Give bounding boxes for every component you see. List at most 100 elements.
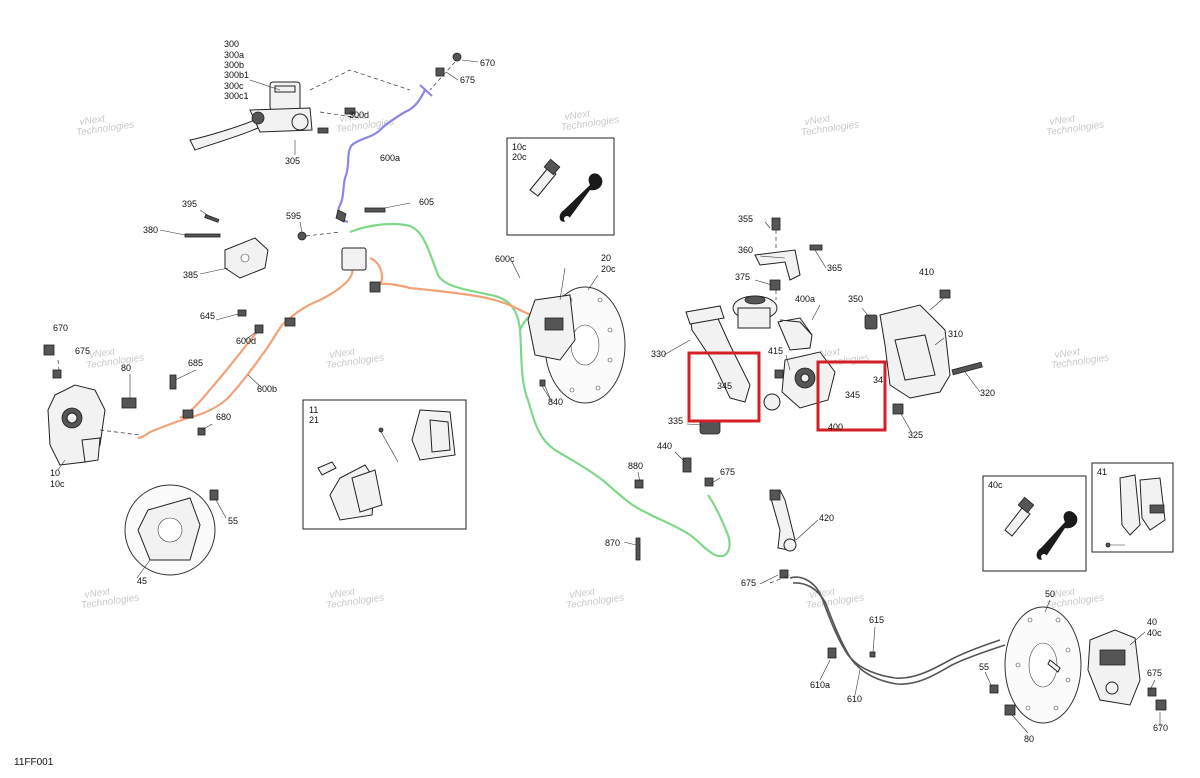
callout-label: 670 — [1153, 723, 1168, 733]
inset-label: 20c — [512, 152, 527, 162]
callout-label: 385 — [183, 270, 198, 280]
callout-label: 410 — [919, 267, 934, 277]
callout-label: 610a — [810, 680, 830, 690]
callout-label: 55 — [979, 662, 989, 672]
callout-label: 330 — [651, 349, 666, 359]
watermark-text: vNext — [1049, 586, 1077, 601]
hose-600b — [179, 325, 263, 419]
leader-lines — [57, 221, 1161, 734]
callout-label: 670 — [53, 323, 68, 333]
inset-label: 21 — [309, 415, 319, 425]
callout-label: 10 — [50, 468, 60, 478]
callout-label: 300d — [349, 110, 369, 120]
callout-label: 670 — [480, 58, 495, 68]
front-right-disc — [527, 274, 626, 404]
clip-615 — [869, 651, 876, 658]
callout-label: 400 — [828, 422, 843, 432]
callout-label: 870 — [605, 538, 620, 548]
callout-label: 40 — [1147, 617, 1157, 627]
hose-front-right — [371, 282, 546, 318]
callout-label: 605 — [419, 197, 434, 207]
watermark-text: vNext — [1049, 113, 1077, 128]
rear-disc — [1004, 606, 1082, 724]
callout-label: 645 — [200, 311, 215, 321]
callout-labels: 300 300a 300b 300b1 300c 300c1 300d 305 … — [50, 39, 1168, 744]
callout-label: 300 — [224, 39, 239, 49]
callout-label: 310 — [948, 329, 963, 339]
callout-label: 680 — [216, 412, 231, 422]
callout-label: 325 — [908, 430, 923, 440]
watermark-text: vNext — [564, 108, 592, 123]
dash-675 — [769, 574, 791, 584]
callout-label: 600d — [236, 336, 256, 346]
rear-sensor-420 — [769, 489, 797, 552]
bolt-645 — [237, 309, 247, 317]
watermark-text: vNext — [329, 586, 357, 601]
fittings-top — [429, 52, 479, 91]
callout-label: 34 — [873, 375, 883, 385]
callout-label: 375 — [735, 272, 750, 282]
callout-label: 300c — [224, 81, 244, 91]
callout-label: 45 — [137, 576, 147, 586]
callout-label: 415 — [768, 346, 783, 356]
highlight-box-345-left — [687, 351, 761, 423]
callout-label: 675 — [460, 75, 475, 85]
fitting-880 — [634, 479, 644, 489]
inset-label: 11 — [309, 405, 318, 415]
line-610-b — [792, 582, 1006, 685]
callout-label: 320 — [980, 388, 995, 398]
bolt-685 — [169, 374, 177, 390]
callout-label: 440 — [657, 441, 672, 451]
callout-label: 840 — [548, 397, 563, 407]
clip-600b — [182, 409, 194, 419]
callout-label: 10c — [50, 479, 65, 489]
callout-label: 355 — [738, 214, 753, 224]
callout-label: 345 — [845, 390, 860, 400]
callout-label: 600c — [495, 254, 515, 264]
callout-label: 880 — [628, 461, 643, 471]
watermark-layer: vNext Technologies vNext Technologies vN… — [75, 108, 1110, 611]
clip-600d — [254, 324, 264, 334]
inset-label: 41 — [1097, 467, 1107, 477]
rear-brake-pedal-assembly — [685, 217, 983, 435]
front-master-cylinder — [189, 69, 411, 155]
callout-label: 675 — [1147, 668, 1162, 678]
inset-40c: 40c — [982, 475, 1087, 572]
callout-label: 335 — [668, 416, 683, 426]
callout-label: 50 — [1045, 589, 1055, 599]
watermark-text: vNext — [329, 346, 357, 361]
callout-label: 400a — [795, 294, 815, 304]
hose-layer — [137, 84, 1006, 685]
clip-680 — [197, 427, 206, 436]
hose-600a — [337, 89, 426, 224]
callout-label: 395 — [182, 199, 197, 209]
callout-label: 610 — [847, 694, 862, 704]
hose-fitting — [419, 84, 433, 97]
callout-label: 305 — [285, 156, 300, 166]
callout-label: 300b1 — [224, 70, 249, 80]
bolt-870 — [635, 537, 641, 561]
inset-10c: 10c 20c — [506, 137, 615, 236]
watermark-text: vNext — [89, 346, 117, 361]
bolt-55-left — [209, 489, 219, 501]
callout-label: 685 — [188, 358, 203, 368]
distribution-block — [297, 202, 411, 293]
callout-label: 300b — [224, 60, 244, 70]
fitting-675-mid — [704, 477, 714, 487]
callout-label: 300c1 — [224, 91, 249, 101]
callout-label: 600b — [257, 384, 277, 394]
front-left-disc — [124, 484, 216, 576]
hose-600c — [349, 222, 731, 558]
inset-41: 41 — [1091, 462, 1174, 553]
front-left-caliper — [43, 344, 141, 466]
callout-label: 360 — [738, 245, 753, 255]
callout-label: 675 — [720, 467, 735, 477]
callout-label: 40c — [1147, 628, 1162, 638]
callout-label: 20 — [601, 253, 611, 263]
bracket-385 — [159, 209, 269, 279]
highlight-box-345-right — [816, 360, 887, 432]
callout-label: 300a — [224, 50, 244, 60]
watermark-text: vNext — [569, 586, 597, 601]
watermark-text: vNext — [79, 113, 107, 128]
